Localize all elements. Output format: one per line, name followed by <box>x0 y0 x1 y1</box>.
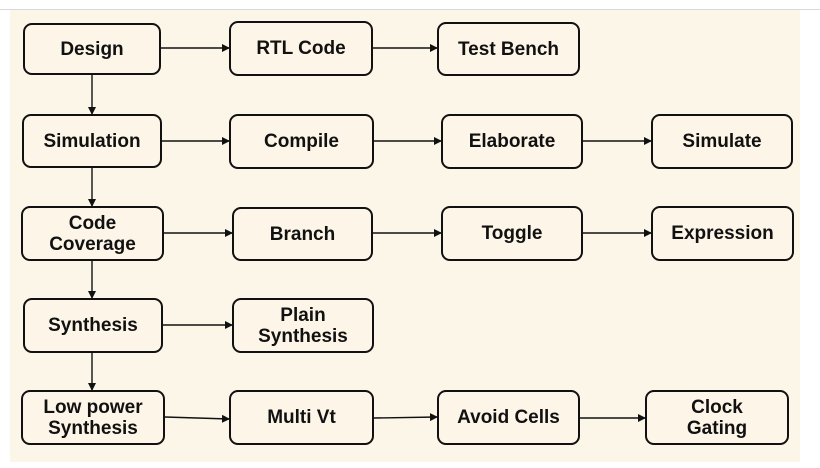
node-clock-gating-label-line1: Clock <box>691 396 743 418</box>
top-divider <box>0 9 820 10</box>
node-branch: Branch <box>232 207 373 261</box>
node-clock-gating-label-line2: Gating <box>686 417 748 439</box>
node-branch-label: Branch <box>269 223 336 245</box>
node-code-coverage: Code Coverage <box>21 206 164 261</box>
node-avoid-cells-label: Avoid Cells <box>457 407 560 428</box>
arrow-low-power-to-multi-vt <box>164 414 230 423</box>
node-multi-vt-label: Multi Vt <box>267 407 336 428</box>
node-expression: Expression <box>651 206 794 261</box>
node-toggle: Toggle <box>441 206 583 261</box>
node-rtl-code: RTL Code <box>229 21 373 76</box>
node-simulation-label: Simulation <box>43 130 141 152</box>
node-synthesis-label: Synthesis <box>48 315 138 336</box>
node-compile-label: Compile <box>264 131 339 152</box>
node-low-power-synthesis: Low power Synthesis <box>21 390 165 445</box>
node-simulation: Simulation <box>22 114 162 168</box>
node-plain-synthesis: Plain Synthesis <box>232 298 374 353</box>
node-code-coverage-label-line2: Coverage <box>49 233 136 255</box>
node-compile: Compile <box>229 114 374 169</box>
node-multi-vt: Multi Vt <box>229 390 374 445</box>
arrow-multi-vt-to-avoid-cells <box>373 413 438 422</box>
node-expression-label: Expression <box>671 223 774 244</box>
node-rtl-code-label: RTL Code <box>256 38 346 59</box>
node-avoid-cells: Avoid Cells <box>437 390 580 445</box>
node-design: Design <box>23 23 161 75</box>
node-clock-gating: Clock Gating <box>645 390 789 445</box>
node-code-coverage-label-line1: Code <box>68 212 117 234</box>
node-toggle-label: Toggle <box>481 223 543 244</box>
node-elaborate: Elaborate <box>441 114 583 169</box>
node-plain-synthesis-label-line2: Synthesis <box>258 325 348 347</box>
node-low-power-synthesis-label-line2: Synthesis <box>48 417 138 439</box>
node-simulate: Simulate <box>651 114 793 169</box>
node-plain-synthesis-label-line1: Plain <box>280 304 326 326</box>
node-test-bench: Test Bench <box>437 22 580 76</box>
node-low-power-synthesis-label-line1: Low power <box>43 396 143 418</box>
node-design-label: Design <box>60 38 124 60</box>
node-synthesis: Synthesis <box>23 298 163 353</box>
node-test-bench-label: Test Bench <box>457 38 559 60</box>
node-simulate-label: Simulate <box>682 131 762 152</box>
node-elaborate-label: Elaborate <box>468 131 556 152</box>
